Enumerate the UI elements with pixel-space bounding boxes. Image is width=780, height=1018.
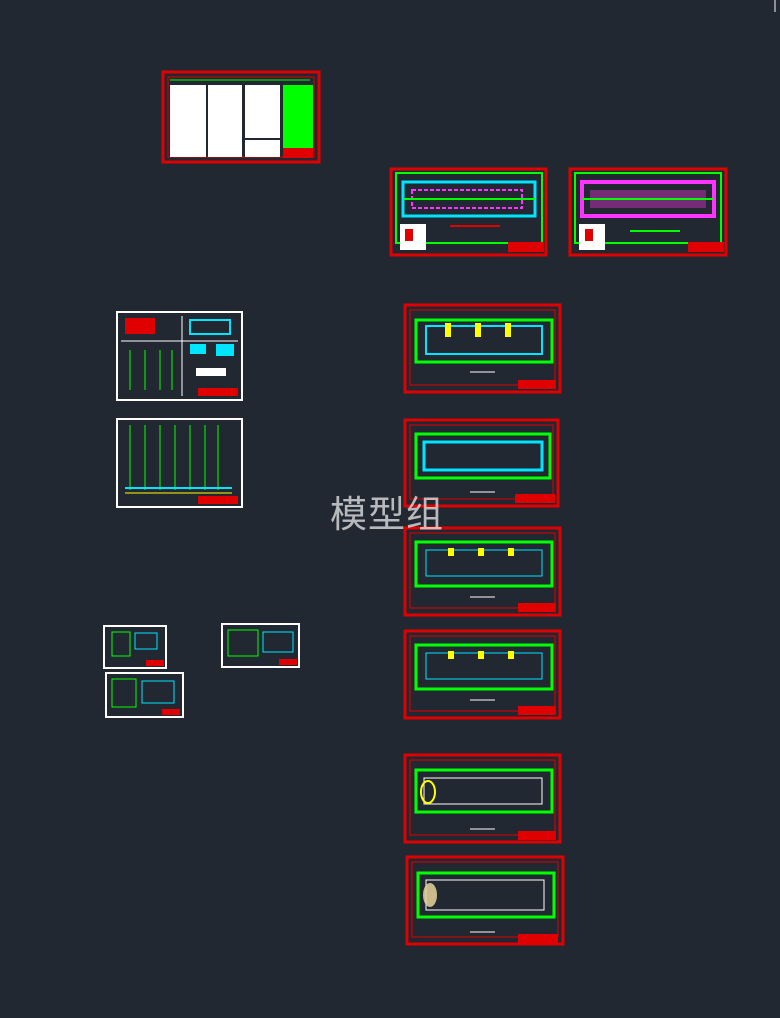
- sheet-plan-b[interactable]: [568, 167, 728, 257]
- sheet-detail-b[interactable]: [221, 623, 300, 668]
- sheet-cover-index[interactable]: [161, 70, 321, 164]
- sheet-detail-c[interactable]: [105, 672, 184, 718]
- sheet-system-diagram-a[interactable]: [116, 311, 243, 401]
- sheet-floor-plan-5[interactable]: [403, 753, 562, 844]
- sheet-plan-a[interactable]: [389, 167, 548, 257]
- sheet-floor-plan-3[interactable]: [403, 526, 562, 617]
- sheet-floor-plan-6[interactable]: [405, 855, 565, 946]
- sheet-system-diagram-b[interactable]: [116, 418, 243, 508]
- watermark-text: 模型组: [330, 493, 444, 536]
- sheet-floor-plan-4[interactable]: [403, 629, 562, 720]
- sheet-floor-plan-2[interactable]: [403, 418, 560, 508]
- sheet-floor-plan-1[interactable]: [403, 303, 562, 394]
- scrollbar-thumb[interactable]: [774, 0, 776, 12]
- sheet-detail-a[interactable]: [103, 625, 167, 669]
